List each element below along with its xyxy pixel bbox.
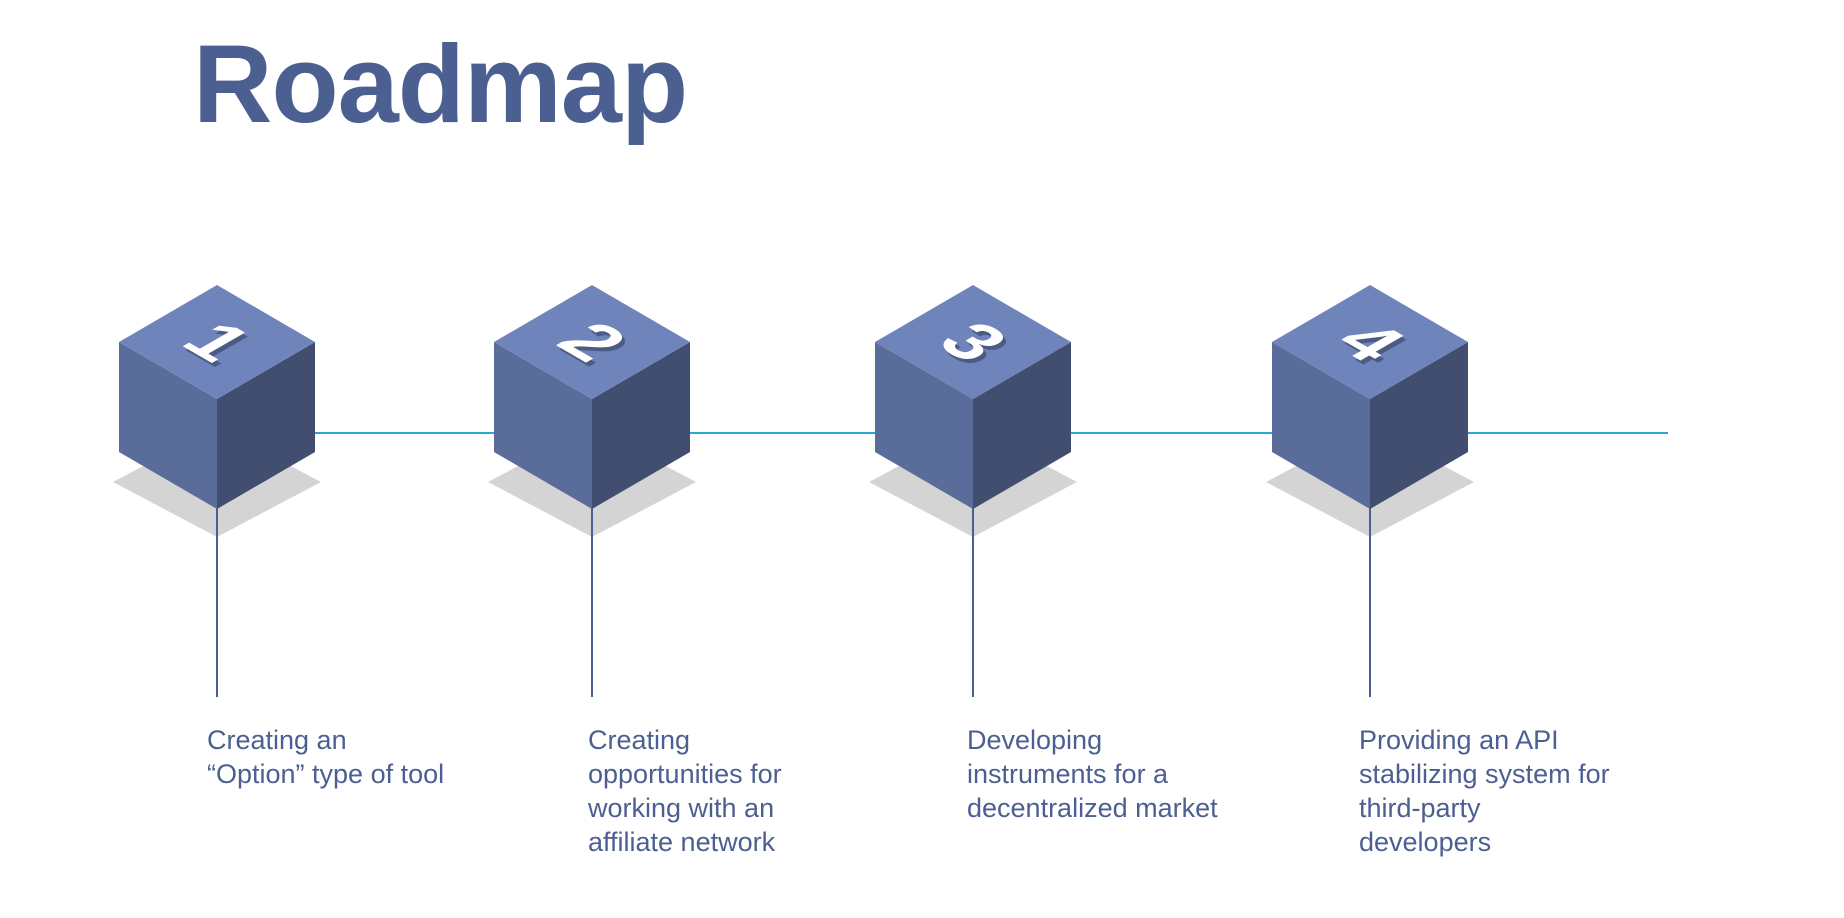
cube-top-face <box>119 285 315 399</box>
step-description-line: instruments for a <box>967 759 1169 789</box>
roadmap-step-2: 22 <box>488 285 696 697</box>
step-description-4: Providing an API stabilizing system for th… <box>1359 723 1649 859</box>
cube-left-face <box>494 342 592 509</box>
cube-left-face <box>119 342 217 509</box>
step-description-1: Creating an “Option” type of tool <box>207 723 497 791</box>
step-description-line: third-party <box>1359 793 1481 823</box>
cube-right-face <box>973 342 1071 509</box>
steps-layer: 11 22 33 44 <box>113 285 1474 697</box>
roadmap-step-4: 44 <box>1266 285 1474 697</box>
step-description-line: working with an <box>588 793 775 823</box>
roadmap-step-3: 33 <box>869 285 1077 697</box>
step-description-line: affiliate network <box>588 827 776 857</box>
step-description-line: Creating an <box>207 725 347 755</box>
step-description-line: Developing <box>967 725 1103 755</box>
cube-left-face <box>875 342 973 509</box>
step-description-line: stabilizing system for <box>1359 759 1610 789</box>
step-description-line: “Option” type of tool <box>207 759 445 789</box>
step-description-line: Creating <box>588 725 691 755</box>
cube-right-face <box>592 342 690 509</box>
step-description-2: Creating opportunities for working with an… <box>588 723 878 859</box>
step-description-line: developers <box>1359 827 1492 857</box>
step-description-line: decentralized market <box>967 793 1218 823</box>
step-description-line: opportunities for <box>588 759 782 789</box>
cube-left-face <box>1272 342 1370 509</box>
cube-right-face <box>217 342 315 509</box>
cube-top-face <box>875 285 1071 399</box>
page-title: Roadmap <box>193 23 688 146</box>
step-description-line: Providing an API <box>1359 725 1559 755</box>
roadmap-step-1: 11 <box>113 285 321 697</box>
step-description-3: Developing instruments for a decentralized… <box>967 723 1257 825</box>
cube-top-face <box>494 285 690 399</box>
cube-right-face <box>1370 342 1468 509</box>
cube-top-face <box>1272 285 1468 399</box>
